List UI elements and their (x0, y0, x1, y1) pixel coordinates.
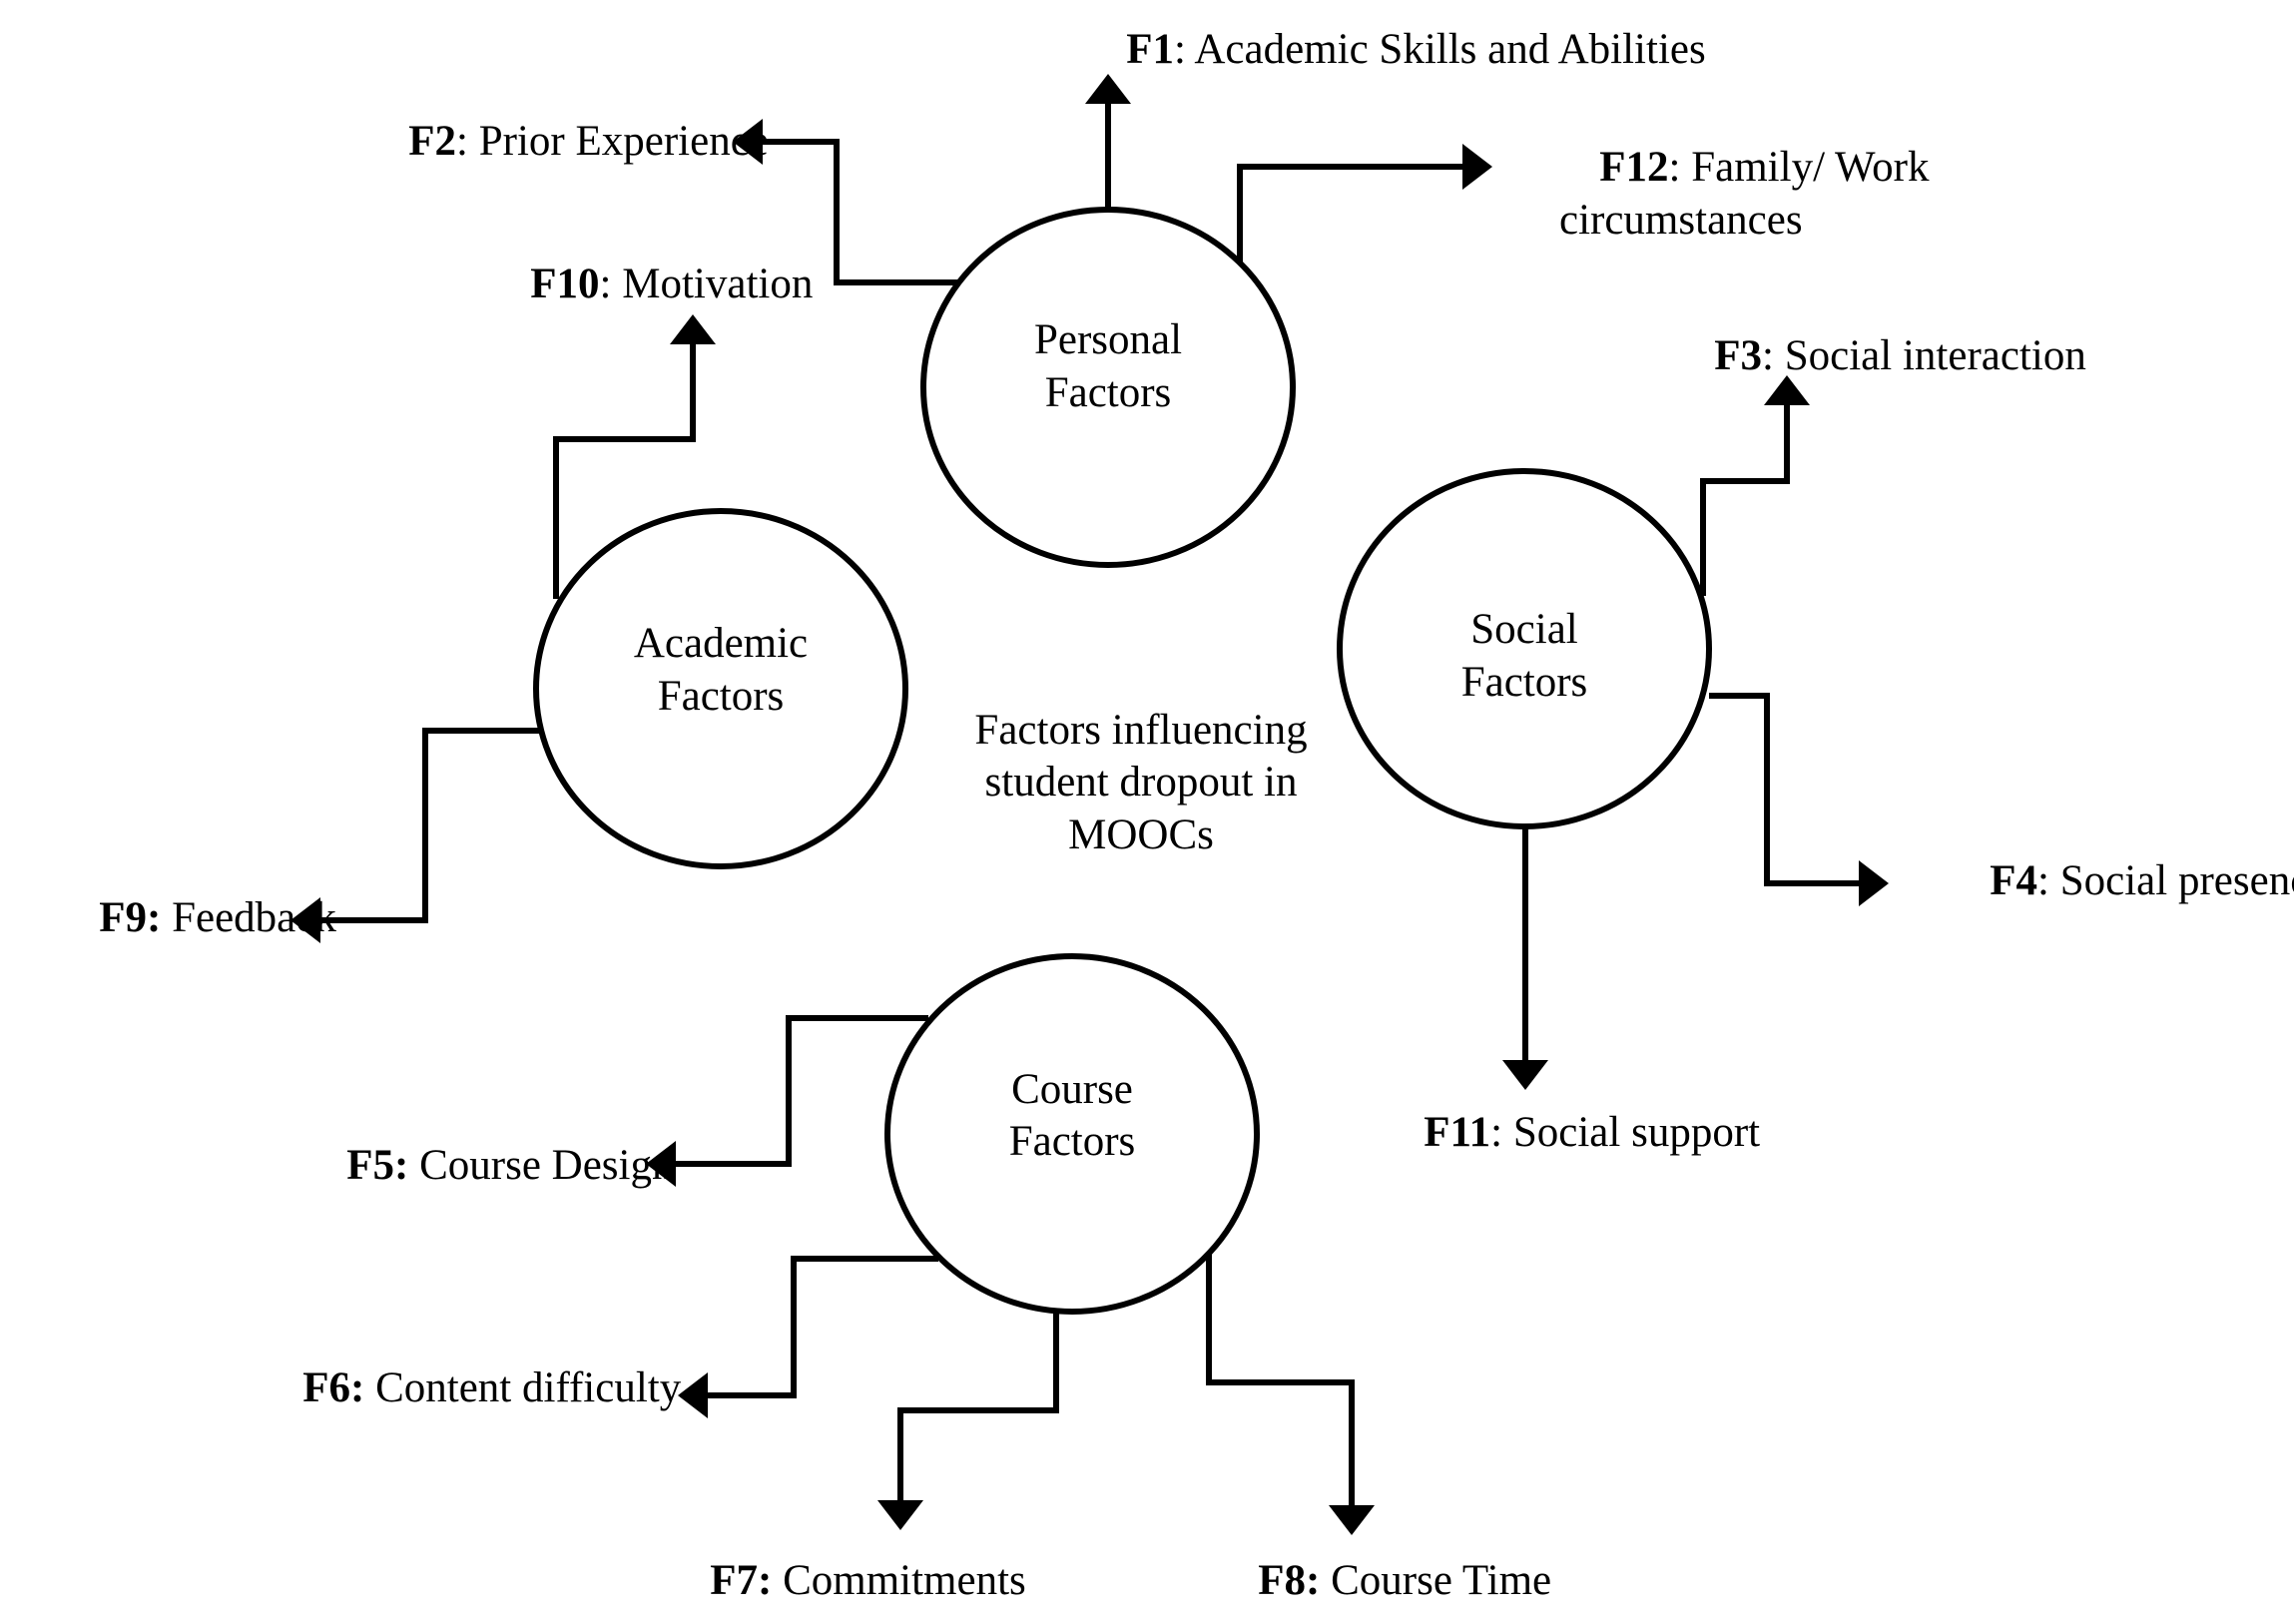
group-social: Social Factors (1337, 468, 1712, 829)
factor-code-f10: F10 (530, 261, 599, 307)
factor-label-f6: F6: Content difficulty (228, 1364, 735, 1411)
factor-text-f12-line1: Family/ Work (1691, 144, 1930, 191)
factor-label-f11: F11: Social support (1349, 1109, 1814, 1156)
factor-code-f9: F9: (99, 894, 161, 941)
group-course: Course Factors (884, 953, 1260, 1315)
factor-label-f7: F7: Commitments (635, 1557, 1080, 1604)
factor-sep-f8 (1320, 1557, 1331, 1604)
arrowhead-f8 (1329, 1505, 1375, 1535)
factor-label-f4: F4: Social presence (1915, 857, 2294, 904)
factor-text-f10: Motivation (622, 261, 813, 307)
factor-code-f7: F7: (710, 1557, 772, 1604)
group-academic: Academic Factors (533, 508, 908, 869)
central-caption-line2: student dropout in (985, 759, 1298, 806)
group-personal: Personal Factors (920, 207, 1296, 568)
course-factors-label-line1: Course (1011, 1066, 1133, 1113)
arrowhead-f10 (670, 314, 716, 344)
factor-label-f12-line2: circumstances (1559, 197, 1803, 244)
factor-code-f4: F4 (1990, 857, 2037, 904)
factor-code-f11: F11 (1424, 1109, 1490, 1156)
factor-label-f8: F8: Course Time (1183, 1557, 1605, 1604)
factor-sep-f4: : (2037, 857, 2060, 904)
factor-text-f8: Course Time (1331, 1557, 1551, 1604)
factor-label-f1: F1: Academic Skills and Abilities (1051, 26, 1759, 73)
connectors (290, 74, 1889, 1535)
factor-text-f1: Academic Skills and Abilities (1194, 26, 1705, 73)
arrowhead-f9 (290, 897, 320, 943)
factor-label-f12: F12: Family/ Work (1524, 144, 1983, 191)
arrowhead-f4 (1859, 860, 1889, 906)
personal-factors-label-line1: Personal (1034, 316, 1182, 363)
connector-f10 (553, 344, 696, 599)
factor-text-f7: Commitments (783, 1557, 1026, 1604)
factor-sep-f3: : (1762, 332, 1785, 379)
arrowhead-f3 (1764, 375, 1810, 405)
factor-sep-f7 (772, 1557, 783, 1604)
factor-text-f9: Feedback (172, 894, 336, 941)
course-factors-label-line2: Factors (1009, 1118, 1136, 1165)
factor-code-f3: F3 (1714, 332, 1762, 379)
social-factors-label-line2: Factors (1461, 659, 1588, 706)
personal-factors-circle (920, 207, 1296, 568)
central-caption: Factors influencing student dropout in M… (974, 707, 1307, 858)
arrowhead-f5 (646, 1141, 676, 1187)
factor-sep-f12: : (1669, 144, 1692, 191)
central-caption-line1: Factors influencing (974, 707, 1307, 754)
arrowhead-f6 (678, 1372, 708, 1418)
factor-label-f2: F2: Prior Experience (333, 118, 823, 165)
connector-f8 (1206, 1253, 1355, 1505)
arrowhead-f2 (733, 119, 763, 165)
central-caption-line3: MOOCs (1068, 812, 1214, 858)
connector-f9 (320, 728, 539, 923)
social-factors-circle (1337, 468, 1712, 829)
academic-factors-label-line2: Factors (658, 673, 785, 720)
factor-text-f2: Prior Experience (479, 118, 769, 165)
factor-code-f1: F1 (1126, 26, 1174, 73)
connector-f6 (708, 1256, 938, 1398)
factor-sep-f2: : (456, 118, 479, 165)
factor-code-f2: F2 (408, 118, 456, 165)
factor-sep-f9 (161, 894, 172, 941)
factor-code-f5: F5: (346, 1142, 408, 1189)
connector-f3 (1700, 405, 1790, 596)
academic-factors-circle (533, 508, 908, 869)
factor-text-f5: Course Design (419, 1142, 673, 1189)
factor-label-f5: F5: Course Design (272, 1142, 727, 1189)
factor-text-f4: Social presence (2060, 857, 2294, 904)
factor-labels: F1: Academic Skills and Abilities F2: Pr… (24, 26, 2294, 1604)
arrowhead-f12 (1462, 144, 1492, 190)
factor-label-f10: F10: Motivation (455, 261, 866, 307)
connector-f2 (763, 139, 960, 285)
connector-f4 (1709, 693, 1859, 886)
connector-f12 (1237, 164, 1462, 262)
factor-label-f3: F3: Social interaction (1639, 332, 2140, 379)
academic-factors-label-line1: Academic (634, 620, 808, 667)
factor-sep-f11: : (1490, 1109, 1513, 1156)
personal-factors-label-line2: Factors (1045, 369, 1172, 416)
factor-code-f8: F8: (1258, 1557, 1320, 1604)
arrowhead-f11 (1502, 1060, 1548, 1090)
connector-f5 (676, 1015, 928, 1167)
arrowhead-f7 (877, 1500, 923, 1530)
arrowhead-f1 (1085, 74, 1131, 104)
factor-sep-f10: : (600, 261, 623, 307)
factor-code-f6: F6: (302, 1364, 364, 1411)
factor-sep-f6 (364, 1364, 375, 1411)
factor-text-f11: Social support (1513, 1109, 1760, 1156)
connector-f7 (897, 1310, 1059, 1500)
social-factors-label-line1: Social (1470, 606, 1578, 653)
factor-label-f9: F9: Feedback (24, 894, 390, 941)
course-factors-circle (884, 953, 1260, 1315)
factor-text-f3: Social interaction (1785, 332, 2086, 379)
factor-text-f6: Content difficulty (375, 1364, 682, 1411)
factor-code-f12: F12 (1599, 144, 1668, 191)
factor-sep-f1: : (1174, 26, 1194, 73)
factor-sep-f5 (408, 1142, 419, 1189)
